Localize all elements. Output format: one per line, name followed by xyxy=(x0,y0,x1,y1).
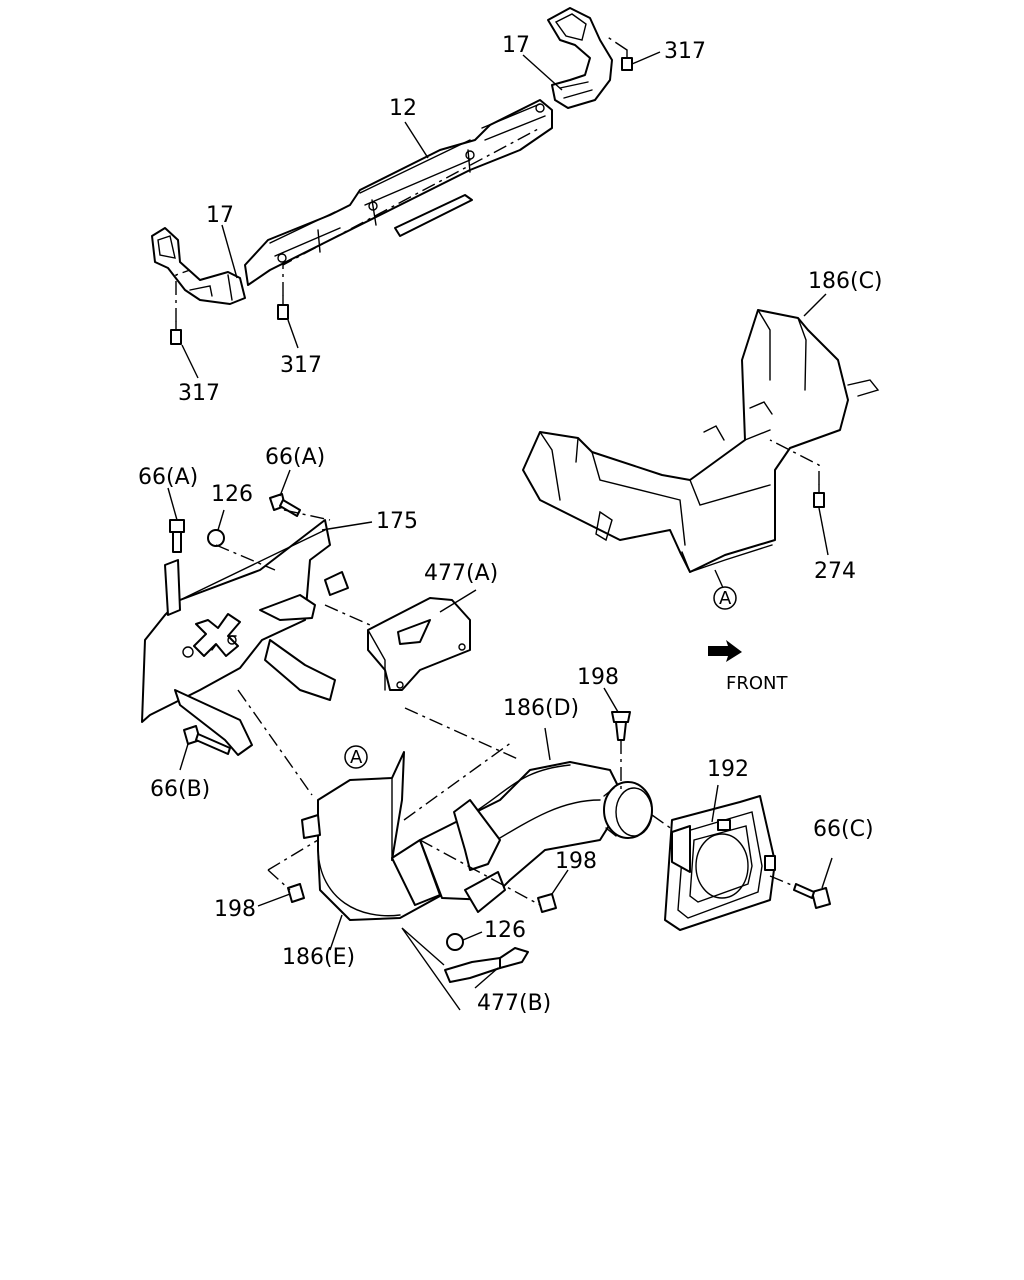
label-317-top: 317 xyxy=(664,39,706,64)
bracket-175-tab xyxy=(164,559,181,616)
label-66c: 66(C) xyxy=(813,817,874,842)
clip-198-left xyxy=(257,883,305,907)
bracket-175-foot-right xyxy=(264,639,336,701)
label-186d: 186(D) xyxy=(503,696,579,721)
front-arrow xyxy=(708,640,742,662)
duct-12-bottom-rib xyxy=(394,194,473,237)
upper-duct-assembly xyxy=(151,7,661,379)
duct-186c xyxy=(522,309,849,573)
lower-duct-assembly xyxy=(237,687,677,1011)
bracket-477a-body xyxy=(367,597,471,691)
label-126-upper: 126 xyxy=(211,482,253,507)
nut-126-lower xyxy=(446,931,483,951)
bolt-66a-right xyxy=(269,469,301,517)
ref-circle-a-upper xyxy=(713,586,737,610)
label-198-mid: 198 xyxy=(555,849,597,874)
screw-317-left xyxy=(170,321,182,345)
label-17-left: 17 xyxy=(206,203,234,228)
label-front: FRONT xyxy=(726,673,788,694)
label-66a-left: 66(A) xyxy=(138,465,198,490)
label-477b: 477(B) xyxy=(477,991,551,1016)
label-317-left: 317 xyxy=(178,381,220,406)
label-126-lower: 126 xyxy=(484,918,526,943)
label-477a: 477(A) xyxy=(424,561,498,586)
label-12: 12 xyxy=(389,96,417,121)
bolt-66b xyxy=(179,725,231,771)
label-274: 274 xyxy=(814,559,856,584)
callout-labels: 317 17 12 17 317 317 186(C) 274 A FRONT … xyxy=(138,33,883,1016)
label-175: 175 xyxy=(376,509,418,534)
clip-198-mid xyxy=(537,869,569,913)
label-198-left: 198 xyxy=(214,897,256,922)
duct-12 xyxy=(244,99,553,286)
clip-198-top xyxy=(603,687,631,741)
bracket-477a xyxy=(367,589,477,691)
bolt-66a-left xyxy=(167,487,185,553)
bracket-175-assembly xyxy=(141,469,373,771)
duct-17-left xyxy=(151,227,246,305)
label-a-lower: A xyxy=(350,747,363,768)
screw-317-mid xyxy=(277,295,289,320)
bracket-175-x-cutout xyxy=(193,613,241,657)
label-198-top: 198 xyxy=(577,665,619,690)
front-arrow-icon xyxy=(708,640,742,662)
bracket-477b xyxy=(444,931,529,989)
label-317-mid: 317 xyxy=(280,353,322,378)
nut-126-upper xyxy=(207,509,225,547)
label-66b: 66(B) xyxy=(150,777,210,802)
label-186e: 186(E) xyxy=(282,945,355,970)
label-192: 192 xyxy=(707,757,749,782)
label-17-top: 17 xyxy=(502,33,530,58)
duct-186d xyxy=(419,761,626,901)
bolt-66c xyxy=(793,857,833,909)
screw-317-top xyxy=(621,49,661,71)
label-66a-right: 66(A) xyxy=(265,445,325,470)
screw-274 xyxy=(813,492,825,508)
label-a-upper: A xyxy=(719,588,732,609)
ref-circle-a-lower xyxy=(344,745,368,769)
frame-192 xyxy=(664,784,833,931)
bracket-175-slot xyxy=(259,594,316,621)
label-186c: 186(C) xyxy=(808,269,883,294)
bracket-175-foot-left xyxy=(174,689,253,756)
duct-186c-assembly xyxy=(522,293,880,610)
